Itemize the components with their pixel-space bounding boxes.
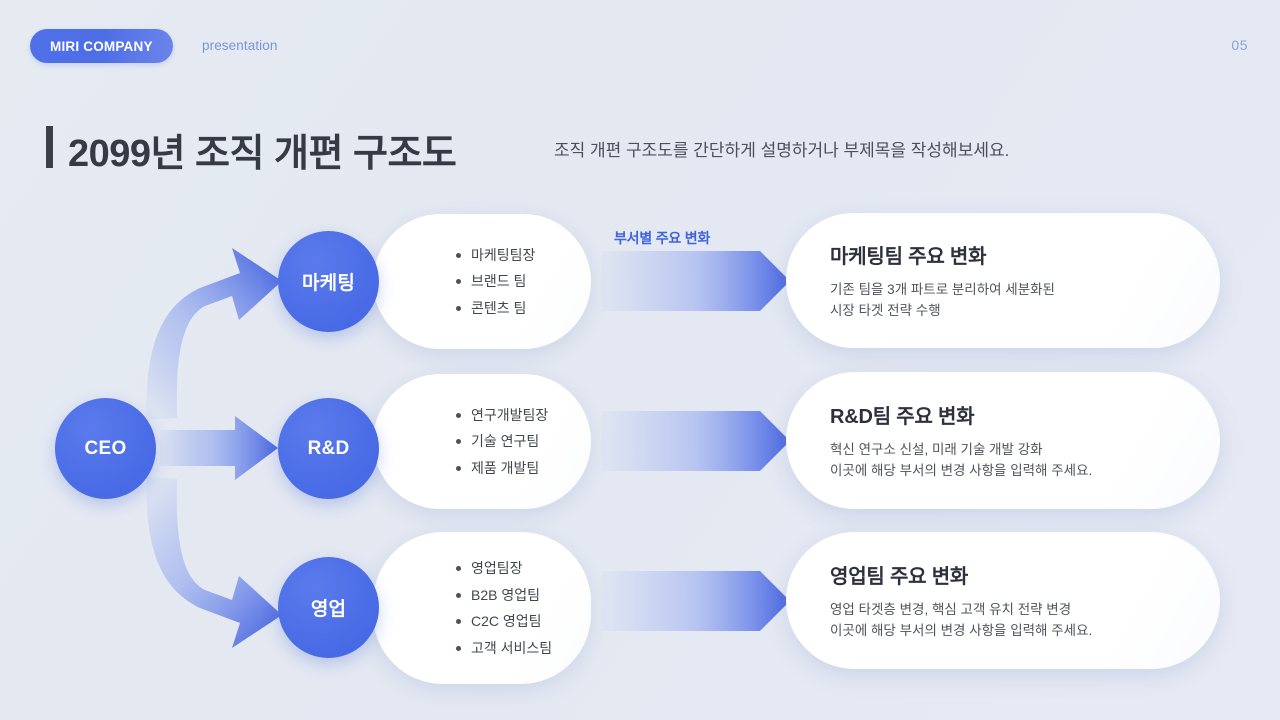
connector-sales-to-card <box>602 571 790 631</box>
list-item: C2C 영업팀 <box>456 608 591 635</box>
result-card-rnd[interactable]: R&D팀 주요 변화 혁신 연구소 신설, 미래 기술 개발 강화 이곳에 해당… <box>786 372 1220 509</box>
card-title: R&D팀 주요 변화 <box>830 406 975 428</box>
node-rnd[interactable]: R&D <box>278 398 379 499</box>
connector-rnd-to-card <box>602 411 790 471</box>
presentation-label: presentation <box>202 38 278 53</box>
page-number: 05 <box>1231 37 1248 53</box>
top-bar: MIRI COMPANY presentation 05 <box>0 0 1280 92</box>
card-description-line: 혁신 연구소 신설, 미래 기술 개발 강화 <box>830 442 1043 457</box>
list-item: 콘텐츠 팀 <box>456 295 591 322</box>
connector-layer <box>146 248 790 648</box>
section-label: 부서별 주요 변화 <box>614 230 711 246</box>
connector-ceo-to-sales <box>146 477 282 648</box>
result-card-marketing[interactable]: 마케팅팀 주요 변화 기존 팀을 3개 파트로 분리하여 세분화된 시장 타겟 … <box>786 213 1220 348</box>
card-description: 영업 타겟층 변경, 핵심 고객 유치 전략 변경 이곳에 해당 부서의 변경 … <box>830 599 1164 641</box>
card-description-line: 시장 타겟 전략 수행 <box>830 303 941 318</box>
card-description-line: 영업 타겟층 변경, 핵심 고객 유치 전략 변경 <box>830 602 1072 617</box>
card-description-line: 이곳에 해당 부서의 변경 사항을 입력해 주세요. <box>830 463 1093 478</box>
node-marketing[interactable]: 마케팅 <box>278 231 379 332</box>
team-list-marketing: 마케팅팀장 브랜드 팀 콘텐츠 팀 <box>373 214 591 349</box>
list-item: 연구개발팀장 <box>456 402 591 429</box>
list-item: 기술 연구팀 <box>456 428 591 455</box>
result-card-sales[interactable]: 영업팀 주요 변화 영업 타겟층 변경, 핵심 고객 유치 전략 변경 이곳에 … <box>786 532 1220 669</box>
list-item: 제품 개발팀 <box>456 455 591 482</box>
brand-badge[interactable]: MIRI COMPANY <box>30 29 173 63</box>
list-item: 고객 서비스팀 <box>456 635 591 662</box>
node-ceo[interactable]: CEO <box>55 398 156 499</box>
node-sales[interactable]: 영업 <box>278 557 379 658</box>
list-item: 마케팅팀장 <box>456 242 591 269</box>
page-subtitle: 조직 개편 구조도를 간단하게 설명하거나 부제목을 작성해보세요. <box>554 141 1010 160</box>
list-item: B2B 영업팀 <box>456 582 591 609</box>
org-diagram: 부서별 주요 변화 CEO 마케팅 마케팅팀장 브랜드 팀 콘텐츠 팀 마케팅팀… <box>0 180 1280 720</box>
card-title: 영업팀 주요 변화 <box>830 566 969 588</box>
page-title: 2099년 조직 개편 구조도 <box>68 133 457 175</box>
team-list-sales: 영업팀장 B2B 영업팀 C2C 영업팀 고객 서비스팀 <box>373 532 591 684</box>
card-title: 마케팅팀 주요 변화 <box>830 246 987 268</box>
card-description-line: 이곳에 해당 부서의 변경 사항을 입력해 주세요. <box>830 623 1093 638</box>
team-list-rnd: 연구개발팀장 기술 연구팀 제품 개발팀 <box>373 374 591 509</box>
list-item: 브랜드 팀 <box>456 268 591 295</box>
connector-marketing-to-card <box>602 251 790 311</box>
title-accent-bar <box>46 126 53 168</box>
card-description: 혁신 연구소 신설, 미래 기술 개발 강화 이곳에 해당 부서의 변경 사항을… <box>830 439 1164 481</box>
connector-ceo-to-rnd <box>160 416 278 480</box>
card-description: 기존 팀을 3개 파트로 분리하여 세분화된 시장 타겟 전략 수행 <box>830 279 1164 321</box>
title-row: 2099년 조직 개편 구조도 조직 개편 구조도를 간단하게 설명하거나 부제… <box>46 122 1236 178</box>
card-description-line: 기존 팀을 3개 파트로 분리하여 세분화된 <box>830 282 1055 297</box>
list-item: 영업팀장 <box>456 555 591 582</box>
connector-ceo-to-marketing <box>146 248 282 420</box>
